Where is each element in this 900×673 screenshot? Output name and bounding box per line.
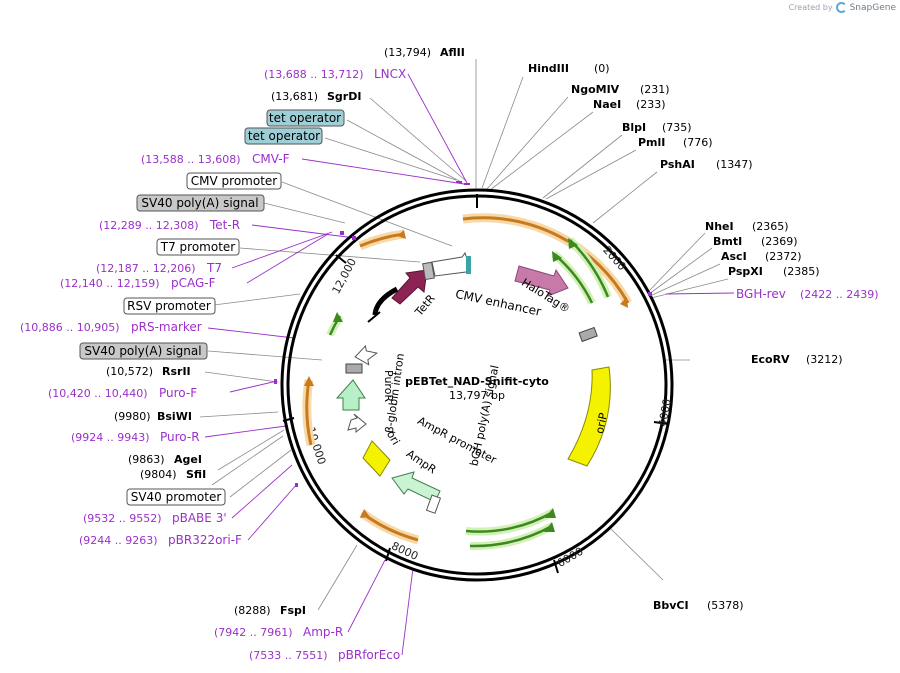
primer-prs-marker-range: (10,886 .. 10,905): [20, 321, 120, 334]
enzyme-asci-name: AscI: [721, 250, 747, 263]
enzyme-ngomiv-name: NgoMIV: [571, 83, 620, 96]
enzyme-pspxi-name: PspXI: [728, 265, 763, 278]
enzyme-bbvci-name: BbvCI: [653, 599, 689, 612]
enzyme-bmti-name: BmtI: [713, 235, 742, 248]
boxed-sv40-promoter: SV40 promoter: [131, 490, 222, 504]
enzyme-ecorv-name: EcoRV: [751, 353, 790, 366]
primer-puro-r-range: (9924 .. 9943): [71, 431, 150, 444]
globin-intron-feature: β-globin intron: [367, 286, 407, 434]
primer-site-markers: [274, 181, 652, 487]
enzyme-nhei-name: NheI: [705, 220, 734, 233]
boxed-t7-promoter: T7 promoter: [160, 240, 236, 254]
primer-cmv-f-name: CMV-F: [252, 152, 290, 166]
primer-bgh-rev-name: BGH-rev: [736, 287, 786, 301]
enzyme-fspi-pos: (8288): [234, 604, 271, 617]
ampr-feature: AmpR: [391, 447, 442, 514]
boxed-cmv-promoter: CMV promoter: [191, 174, 278, 188]
enzyme-afliii-name: AflII: [440, 46, 465, 59]
enzyme-rsrii-pos: (10,572): [106, 365, 153, 378]
orip-label: oriP: [593, 411, 610, 435]
primer-lncx-range: (13,688 .. 13,712): [264, 68, 364, 81]
enzyme-sfii-name: SfiI: [186, 468, 206, 481]
tetr-label: TetR: [412, 292, 438, 319]
enzyme-bbvci-pos: (5378): [707, 599, 744, 612]
enzyme-pshai-pos: (1347): [716, 158, 753, 171]
primer-cmv-f-range: (13,588 .. 13,608): [141, 153, 241, 166]
snapgene-credit: Created by SnapGene: [789, 2, 896, 13]
puror-feature: PuroR: [335, 370, 395, 411]
primer-amp-r-name: Amp-R: [303, 625, 343, 639]
snapgene-logo-icon: [835, 2, 847, 13]
tick-marks: [282, 194, 669, 574]
enzyme-hindiii-name: HindIII: [528, 62, 569, 75]
enzyme-pshai-name: PshAI: [660, 158, 695, 171]
primer-bgh-rev-range: (2422 .. 2439): [800, 288, 879, 301]
ori-feature: ori: [362, 428, 402, 477]
enzyme-blpi-pos: (735): [662, 121, 692, 134]
orip-feature: oriP: [567, 366, 611, 467]
enzyme-rsrii-name: RsrII: [162, 365, 191, 378]
primer-pbrforeco-name: pBRforEco: [338, 648, 400, 662]
boxed-rsv-promoter: RSV promoter: [127, 299, 211, 313]
primer-puro-r-name: Puro-R: [160, 430, 200, 444]
primer-pcag-f-range: (12,140 .. 12,159): [60, 277, 160, 290]
primer-pbr322ori-f-range: (9244 .. 9263): [79, 534, 158, 547]
enzyme-asci-pos: (2372): [765, 250, 802, 263]
enzyme-pmli-pos: (776): [683, 136, 713, 149]
enzyme-agei-name: AgeI: [174, 453, 202, 466]
primer-pbabe-range: (9532 .. 9552): [83, 512, 162, 525]
primer-t7-range: (12,187 .. 12,206): [96, 262, 196, 275]
primer-leader-lines: [204, 73, 735, 656]
primer-t7-name: T7: [206, 261, 222, 275]
enzyme-bmti-pos: (2369): [761, 235, 798, 248]
enzyme-bsiwi-pos: (9980): [114, 410, 151, 423]
enzyme-blpi-name: BlpI: [622, 121, 646, 134]
enzyme-sfii-pos: (9804): [140, 468, 177, 481]
primer-puro-f-name: Puro-F: [159, 386, 197, 400]
primer-pcag-f-name: pCAG-F: [171, 276, 216, 290]
primer-tet-r-name: Tet-R: [209, 218, 240, 232]
enzyme-pspxi-pos: (2385): [783, 265, 820, 278]
enzyme-sgrdi-pos: (13,681): [271, 90, 318, 103]
created-by-text: Created by: [788, 3, 833, 12]
ori-label: ori: [384, 428, 402, 447]
enzyme-pmli-name: PmlI: [638, 136, 665, 149]
enzyme-naei-name: NaeI: [593, 98, 621, 111]
arrowheads: [304, 230, 628, 532]
small-gray-box: [345, 326, 598, 374]
primer-tet-r-range: (12,289 .. 12,308): [99, 219, 199, 232]
boxed-tet-operator-1: tet operator: [269, 111, 341, 125]
puror-label: PuroR: [382, 370, 395, 402]
enzyme-nhei-pos: (2365): [752, 220, 789, 233]
enzyme-sgrdi-name: SgrDI: [327, 90, 361, 103]
promoter-arrows: [347, 344, 379, 434]
enzyme-ngomiv-pos: (231): [640, 83, 670, 96]
plasmid-name: pEBTet_NAD-Snifit-cyto: [405, 375, 549, 388]
enzyme-fspi-name: FspI: [280, 604, 306, 617]
enzyme-hindiii-pos: (0): [594, 62, 610, 75]
primer-pbrforeco-range: (7533 .. 7551): [249, 649, 328, 662]
enzyme-naei-pos: (233): [636, 98, 666, 111]
primer-puro-f-range: (10,420 .. 10,440): [48, 387, 148, 400]
enzyme-ecorv-pos: (3212): [806, 353, 843, 366]
tick-label-4000: 4000: [656, 398, 674, 428]
ampr-label: AmpR: [404, 447, 439, 476]
boxed-sv40-polya-1: SV40 poly(A) signal: [141, 196, 258, 210]
primer-prs-marker-name: pRS-marker: [131, 320, 202, 334]
snapgene-brand: SnapGene: [849, 2, 896, 13]
boxed-tet-operator-2: tet operator: [248, 129, 320, 143]
enzyme-afliii-pos: (13,794): [384, 46, 431, 59]
enzyme-bsiwi-name: BsiWI: [157, 410, 192, 423]
primer-amp-r-range: (7942 .. 7961): [214, 626, 293, 639]
primer-lncx-name: LNCX: [374, 67, 406, 81]
boxed-sv40-polya-2: SV40 poly(A) signal: [84, 344, 201, 358]
plasmid-size: 13,797 bp: [449, 389, 505, 402]
enzyme-agei-pos: (9863): [128, 453, 165, 466]
primer-pbabe-name: pBABE 3': [172, 511, 227, 525]
primer-pbr322ori-f-name: pBR322ori-F: [168, 533, 242, 547]
